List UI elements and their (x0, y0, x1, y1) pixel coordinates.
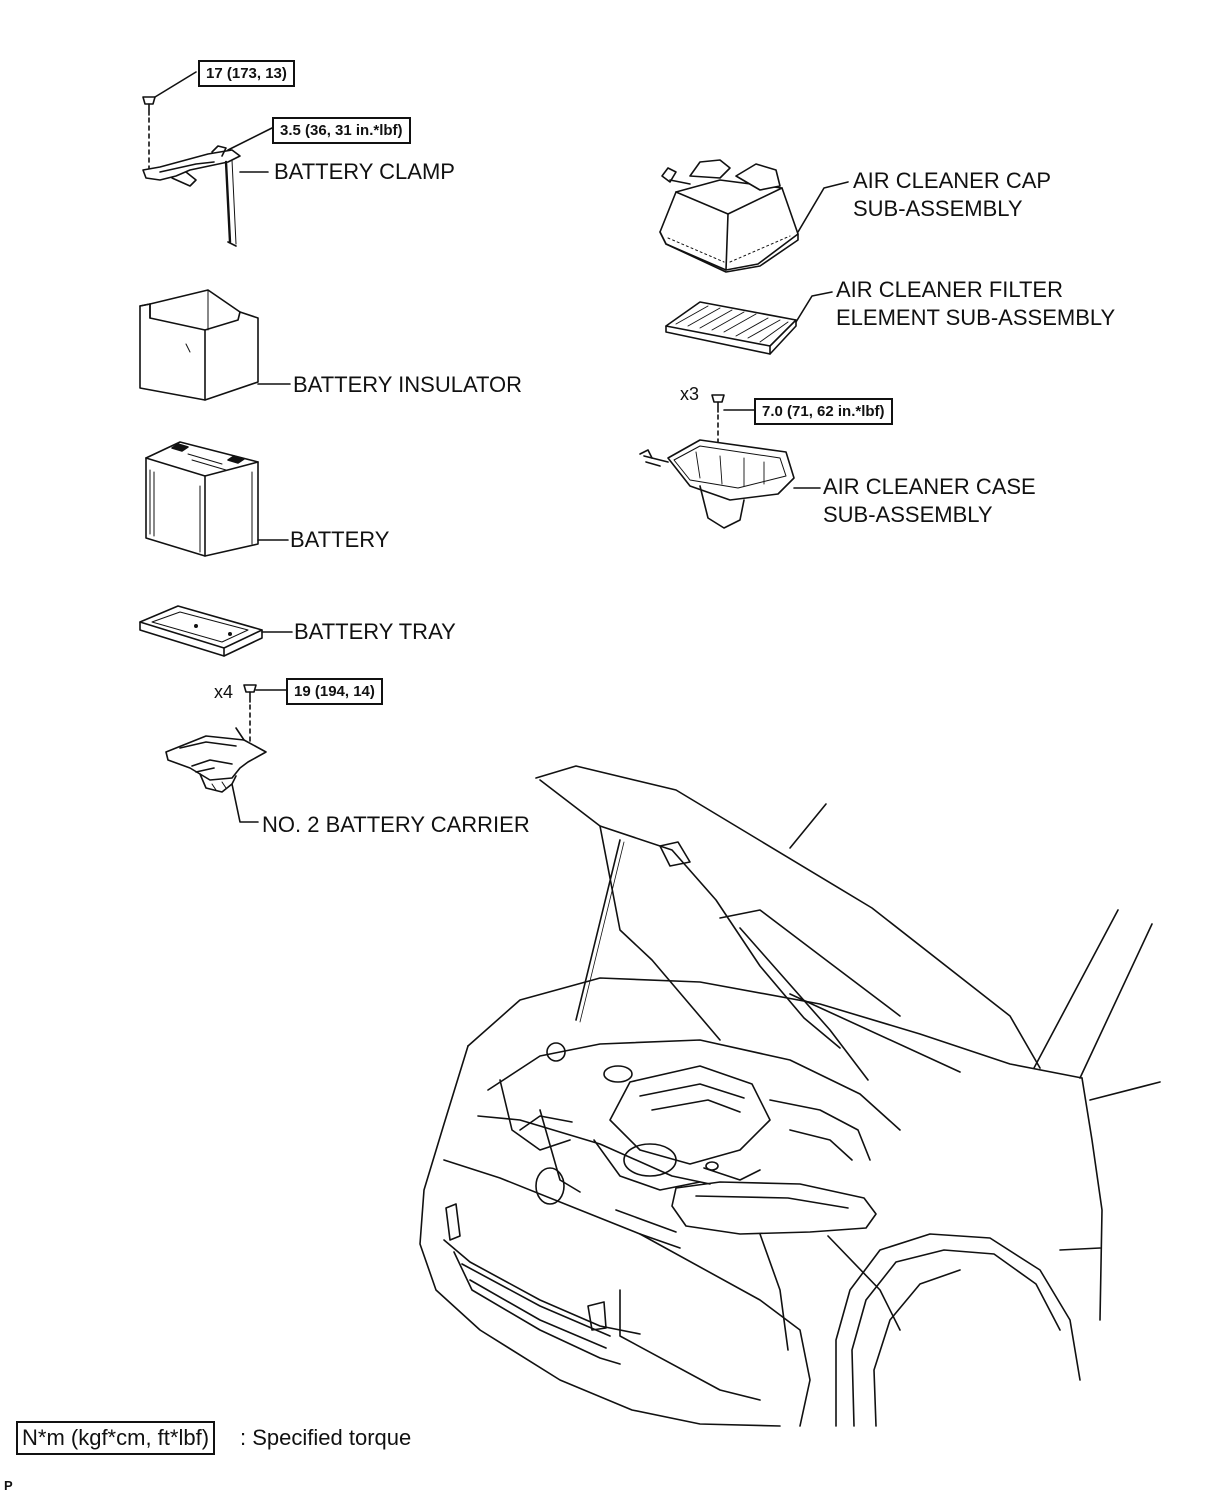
qty-case-bolts: x3 (680, 384, 700, 404)
carrier-bolt-icon (244, 685, 286, 752)
battery-carrier-icon (166, 728, 266, 822)
label-no2-battery-carrier: NO. 2 BATTERY CARRIER (262, 812, 530, 837)
label-battery-insulator: BATTERY INSULATOR (293, 372, 523, 397)
label-battery-clamp: BATTERY CLAMP (274, 159, 455, 184)
label-battery: BATTERY (290, 527, 390, 552)
legend-specified-torque: : Specified torque (240, 1425, 412, 1450)
legend-torque-unit-box: N*m (kgf*cm, ft*lbf) (16, 1421, 216, 1455)
vehicle-front-icon (420, 766, 1160, 1426)
qty-carrier-bolts: x4 (214, 682, 234, 702)
torque-clamp-nut: 3.5 (36, 31 in.*lbf) (272, 117, 411, 144)
label-air-cleaner-cap-2: SUB-ASSEMBLY (853, 196, 1023, 221)
label-battery-tray: BATTERY TRAY (294, 619, 456, 644)
clamp-bolt-icon (143, 72, 196, 172)
torque-clamp-bolt: 17 (173, 13) (198, 60, 295, 87)
label-air-cleaner-case-1: AIR CLEANER CASE (823, 474, 1036, 499)
air-cleaner-filter-icon (666, 292, 832, 354)
torque-case-bolts: 7.0 (71, 62 in.*lbf) (754, 398, 893, 425)
label-air-cleaner-case-2: SUB-ASSEMBLY (823, 502, 993, 527)
label-air-cleaner-filter-1: AIR CLEANER FILTER (836, 277, 1063, 302)
page-mark: P (4, 1478, 13, 1493)
battery-icon (146, 442, 288, 556)
label-air-cleaner-cap-1: AIR CLEANER CAP (853, 168, 1052, 193)
battery-insulator-icon (140, 290, 290, 400)
battery-clamp-icon (143, 128, 272, 246)
battery-tray-icon (140, 606, 292, 656)
torque-carrier-bolts: 19 (194, 14) (286, 678, 383, 705)
label-air-cleaner-filter-2: ELEMENT SUB-ASSEMBLY (836, 305, 1116, 330)
air-cleaner-case-icon (640, 440, 820, 528)
air-cleaner-cap-icon (660, 160, 848, 272)
